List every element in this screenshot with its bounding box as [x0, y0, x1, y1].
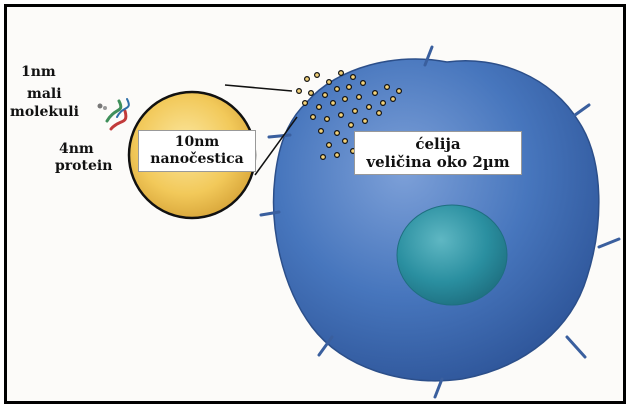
nanoparticle-dot	[317, 105, 322, 110]
nanoparticle-dot	[319, 129, 324, 134]
nanoparticle-dot	[315, 73, 320, 78]
cell-name: ćelija	[359, 135, 517, 153]
nanoparticle-dot	[325, 117, 330, 122]
small-molecules-size: 1nm	[21, 65, 56, 80]
nanoparticle-dot	[303, 101, 308, 106]
nanoparticle-dot	[309, 91, 314, 96]
nanoparticle-dot	[363, 119, 368, 124]
nanoparticle-dot	[311, 115, 316, 120]
figure-frame: 1nm mali molekuli 4nm protein 10nm nanoč…	[4, 4, 626, 404]
protein-icon	[107, 99, 129, 129]
nanoparticle-name: nanočestica	[141, 151, 253, 168]
nanoparticle-dot	[343, 139, 348, 144]
nanoparticle-dot	[373, 91, 378, 96]
nanoparticle-dot	[349, 123, 354, 128]
small-molecule-icon	[98, 104, 108, 111]
nanoparticle-size: 10nm	[141, 134, 253, 151]
nanoparticle-dot	[335, 131, 340, 136]
protein-name: protein	[55, 159, 112, 174]
nanoparticle-dot	[321, 155, 326, 160]
nanoparticle-dot	[323, 93, 328, 98]
small-molecules-line1: mali	[27, 87, 62, 102]
nanoparticle-dot	[339, 71, 344, 76]
nanoparticle-dot	[335, 153, 340, 158]
nanoparticle-dot	[367, 105, 372, 110]
nanoparticle-label: 10nm nanočestica	[138, 130, 256, 172]
nanoparticle-dot	[385, 85, 390, 90]
nanoparticle-dot	[353, 109, 358, 114]
nanoparticle-dot	[397, 89, 402, 94]
nanoparticle-dot	[377, 111, 382, 116]
nanoparticle-dot	[339, 113, 344, 118]
nanoparticle-dot	[335, 87, 340, 92]
nanoparticle-dot	[327, 80, 332, 85]
diagram-canvas	[7, 7, 623, 401]
nanoparticle-dot	[361, 81, 366, 86]
cell-size: veličina oko 2µm	[359, 153, 517, 171]
nanoparticle-dot	[305, 77, 310, 82]
nanoparticle-dot	[331, 101, 336, 106]
cell-label: ćelija veličina oko 2µm	[354, 131, 522, 175]
nanoparticle-dot	[351, 75, 356, 80]
nanoparticle-dot	[327, 143, 332, 148]
nanoparticle-dot	[391, 97, 396, 102]
nanoparticle-dot	[357, 95, 362, 100]
cell-nucleus	[397, 205, 507, 305]
nanoparticle-dot	[381, 101, 386, 106]
nanoparticle-dot	[297, 89, 302, 94]
nanoparticle-dot	[343, 97, 348, 102]
nanoparticle-dot	[347, 85, 352, 90]
small-molecules-line2: molekuli	[10, 105, 79, 120]
protein-size: 4nm	[59, 142, 94, 157]
